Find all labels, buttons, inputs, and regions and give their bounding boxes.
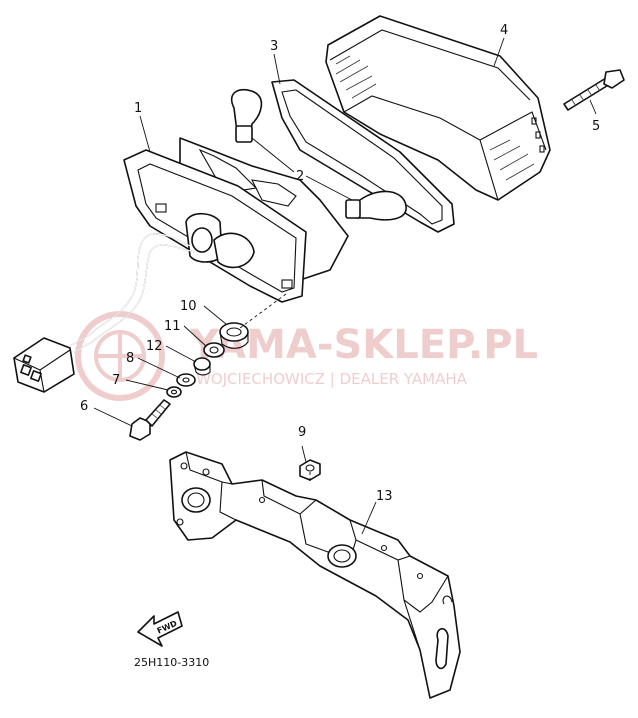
callout-part-12: 12 <box>146 339 163 354</box>
leader-lines <box>93 37 597 535</box>
wire-connector <box>13 337 75 393</box>
watermark-logo-icon <box>75 311 165 401</box>
watermark-subtitle: WOJCIECHOWICZ | DEALER YAMAHA <box>196 370 468 388</box>
callout-part-7: 7 <box>112 373 120 388</box>
part-2-bulb-upper <box>230 88 263 143</box>
fwd-arrow-icon: FWD <box>137 611 183 647</box>
part-7-lock-washer <box>166 386 182 398</box>
part-1-base <box>123 137 349 303</box>
figure-code: 25H110-3310 <box>134 656 209 669</box>
callout-part-2: 2 <box>296 169 304 184</box>
callout-part-5: 5 <box>592 119 600 134</box>
part-13-bracket <box>169 451 461 699</box>
part-4-lens <box>325 15 551 201</box>
callouts: 1 2 3 4 5 6 7 8 9 10 11 12 13 <box>80 23 600 504</box>
callout-part-13: 13 <box>376 489 393 504</box>
callout-part-1: 1 <box>134 101 142 116</box>
part-2-bulb-lower <box>345 190 407 221</box>
wire-harness <box>69 233 195 353</box>
callout-part-3: 3 <box>270 39 278 54</box>
callout-part-10: 10 <box>180 299 197 314</box>
callout-part-4: 4 <box>500 23 508 38</box>
callout-part-9: 9 <box>298 425 306 440</box>
part-3-gasket <box>271 79 455 233</box>
part-8-washer <box>176 373 196 387</box>
callout-part-6: 6 <box>80 399 88 414</box>
part-9-nut <box>299 459 321 481</box>
part-12-collar <box>193 357 211 376</box>
callout-part-8: 8 <box>126 351 134 366</box>
callout-part-11: 11 <box>164 319 181 334</box>
part-5-screw <box>563 69 625 111</box>
part-11-washer <box>203 342 225 358</box>
part-6-bolt <box>129 399 171 441</box>
